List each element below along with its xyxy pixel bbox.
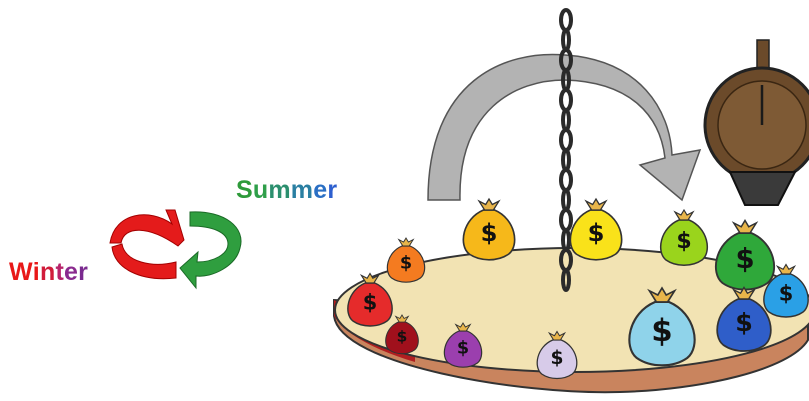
money-bag-icon: $ [659, 208, 709, 266]
dollar-sign: $ [363, 291, 378, 315]
summer-label: Summer [236, 176, 338, 204]
money-bag-icon: $ [763, 263, 809, 318]
dollar-sign: $ [397, 328, 408, 346]
money-bag-icon: $ [443, 322, 483, 368]
dollar-sign: $ [676, 229, 691, 254]
money-bags: $ $ $ $ $ $ $ $ $ $ $ $ [347, 197, 809, 380]
dollar-sign: $ [481, 219, 498, 247]
dollar-sign: $ [651, 313, 672, 349]
dollar-sign: $ [457, 338, 469, 358]
money-bag-icon: $ [716, 286, 772, 352]
chain-icon [559, 8, 573, 292]
dollar-sign: $ [550, 348, 563, 369]
money-bag-icon: $ [386, 237, 426, 283]
dollar-sign: $ [588, 219, 605, 247]
dollar-sign: $ [735, 243, 754, 275]
cycle-arrows-icon [109, 209, 242, 290]
curved-arrow-icon [427, 53, 702, 202]
dollar-sign: $ [779, 282, 794, 306]
money-bag-icon: $ [462, 197, 516, 261]
money-bag-icon: $ [347, 272, 393, 327]
winter-label: Winter [9, 258, 89, 286]
money-bag-icon: $ [628, 286, 696, 367]
spring-scale-icon [703, 39, 809, 206]
money-bag-icon: $ [385, 314, 419, 355]
dollar-sign: $ [735, 308, 753, 337]
money-bag-icon: $ [536, 330, 578, 380]
money-bag-icon: $ [569, 197, 623, 261]
money-bag-icon: $ [714, 219, 776, 291]
dollar-sign: $ [400, 253, 412, 273]
